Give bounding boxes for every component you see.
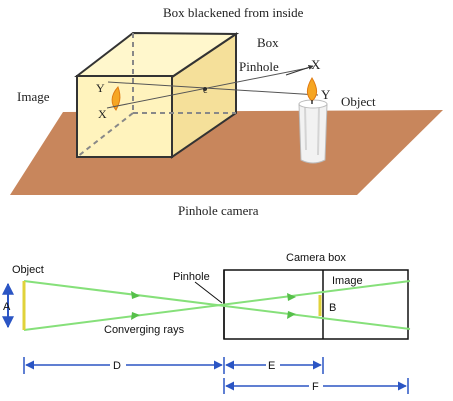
bottom-figure: Object Pinhole Camera box Image Convergi… xyxy=(2,252,411,394)
candle xyxy=(298,77,328,164)
inverted-flame-image xyxy=(111,86,121,111)
bottom-image-label: Image xyxy=(332,275,363,287)
image-y-label: Y xyxy=(96,81,105,95)
dimension-a-label: A xyxy=(3,301,11,313)
dimension-e-label: E xyxy=(268,360,275,372)
pinhole-pointer-arrow xyxy=(285,65,314,76)
box-label: Box xyxy=(257,35,279,50)
box-hidden-edges xyxy=(76,33,236,158)
pinhole-dot xyxy=(203,87,207,91)
dimension-d-label: D xyxy=(113,360,121,372)
object-x-label: X xyxy=(311,57,321,72)
pinhole-pointer xyxy=(194,281,223,304)
top-title: Box blackened from inside xyxy=(163,5,304,20)
dimension-f-label: F xyxy=(312,381,319,393)
image-x-label: X xyxy=(98,107,107,121)
object-label: Object xyxy=(341,94,376,109)
table-surface xyxy=(10,110,443,195)
converging-rays-label: Converging rays xyxy=(104,324,185,336)
bottom-object-label: Object xyxy=(12,264,44,276)
converging-rays xyxy=(23,280,411,331)
candle-flame xyxy=(307,77,317,102)
dimension-lines xyxy=(23,357,409,394)
camera-box-label: Camera box xyxy=(286,252,346,264)
pinhole-center-label: c xyxy=(203,85,208,96)
bottom-pinhole-label: Pinhole xyxy=(173,271,210,283)
object-y-label: Y xyxy=(321,87,331,102)
pinhole-label: Pinhole xyxy=(239,59,279,74)
box-front-face xyxy=(76,75,173,158)
dimension-b-label: B xyxy=(329,302,336,314)
camera-box xyxy=(223,269,409,340)
top-caption: Pinhole camera xyxy=(178,203,259,218)
top-figure: Box blackened from inside Box Pinhole Im… xyxy=(10,5,443,218)
image-label: Image xyxy=(17,89,50,104)
top-rays xyxy=(106,67,319,109)
ray-arrowheads xyxy=(131,291,296,320)
